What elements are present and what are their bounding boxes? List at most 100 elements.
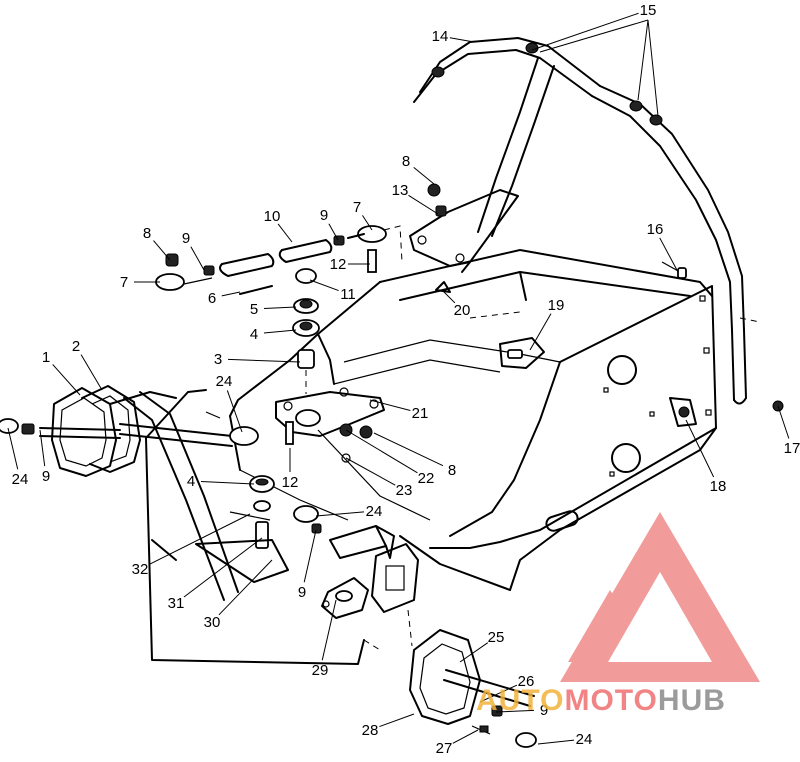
- callout-label: 14: [432, 28, 449, 45]
- leader-line: [373, 432, 444, 467]
- callout-label: 28: [362, 722, 379, 739]
- upper-tie-rod: [155, 225, 403, 295]
- leader-line: [369, 399, 411, 411]
- leader-line: [413, 166, 435, 185]
- leader-line: [362, 215, 373, 231]
- callout-label: 18: [710, 478, 727, 495]
- callout-label: 21: [412, 405, 429, 422]
- pivot-stack: [292, 268, 320, 394]
- callout-label: 1: [42, 349, 50, 366]
- leader-line: [441, 289, 456, 304]
- callout-label: 24: [216, 373, 233, 390]
- callout-label: 3: [214, 351, 222, 368]
- callout-label: 9: [42, 468, 50, 485]
- left-spindle-brackets: [51, 385, 239, 601]
- callout-label: 23: [396, 482, 413, 499]
- callout-label: 15: [640, 2, 657, 19]
- leader-lines: [7, 12, 790, 745]
- steering-post-bracket: [409, 183, 519, 293]
- callout-label: 7: [353, 199, 361, 216]
- callout-label: 20: [454, 302, 471, 319]
- leader-line: [647, 19, 659, 117]
- callout-label: 31: [168, 595, 185, 612]
- leader-line: [148, 513, 251, 565]
- leader-line: [153, 240, 171, 261]
- leader-line: [328, 223, 339, 241]
- leader-line: [345, 457, 396, 486]
- leader-line: [309, 279, 339, 292]
- leader-line: [777, 405, 790, 439]
- leader-line: [408, 194, 439, 215]
- leader-line: [637, 19, 649, 101]
- right-fasteners: [469, 261, 784, 427]
- callout-label: 8: [402, 153, 410, 170]
- callout-label: 13: [392, 182, 409, 199]
- leader-line: [452, 729, 479, 744]
- leader-line: [277, 223, 293, 243]
- leader-line: [345, 429, 418, 474]
- callout-label: 19: [548, 297, 565, 314]
- leader-line: [449, 37, 475, 43]
- callout-label: 4: [250, 326, 258, 343]
- callout-label: 29: [312, 662, 329, 679]
- leader-line: [183, 537, 263, 598]
- leader-line: [685, 419, 715, 478]
- callout-labels: 1234456778889999910111212131415161718192…: [12, 2, 800, 757]
- callout-label: 2: [72, 338, 80, 355]
- leader-line: [379, 713, 415, 728]
- leader-line: [190, 246, 205, 271]
- mount-bracket: [321, 543, 419, 651]
- leader-line: [80, 354, 103, 391]
- leader-line: [200, 480, 255, 485]
- callout-label: 27: [436, 740, 453, 757]
- callout-label: 32: [132, 561, 149, 578]
- callout-label: 11: [340, 286, 356, 303]
- callout-label: 24: [12, 471, 29, 488]
- leader-line: [539, 19, 649, 53]
- leader-line: [39, 429, 46, 467]
- leader-line: [315, 511, 365, 517]
- callout-label: 5: [250, 301, 258, 318]
- lower-pivot: [195, 475, 289, 583]
- leader-line: [7, 427, 19, 470]
- watermark: AUTOMOTOHUB: [476, 512, 760, 717]
- automotohub-logo-icon: [560, 512, 760, 682]
- leader-line: [263, 329, 297, 334]
- leader-line: [303, 529, 317, 583]
- callout-label: 30: [204, 614, 221, 631]
- leader-line: [495, 709, 535, 713]
- leader-line: [531, 12, 639, 51]
- callout-label: 10: [264, 208, 281, 225]
- leader-line: [218, 559, 273, 616]
- callout-label: 12: [282, 474, 299, 491]
- leader-line: [221, 291, 241, 297]
- callout-label: 8: [143, 225, 151, 242]
- watermark-text: AUTOMOTOHUB: [476, 684, 726, 717]
- callout-label: 9: [540, 702, 548, 719]
- leader-line: [227, 358, 301, 363]
- callout-label: 12: [330, 256, 347, 273]
- leader-line: [321, 599, 337, 661]
- callout-label: 22: [418, 470, 435, 487]
- leader-line: [537, 739, 575, 745]
- leader-line: [479, 684, 518, 703]
- leader-line: [226, 390, 243, 433]
- steering-arm: [275, 387, 385, 463]
- side-panel: [399, 285, 717, 591]
- callout-label: 7: [120, 274, 128, 291]
- callout-label: 16: [647, 221, 664, 238]
- callout-label: 6: [208, 290, 216, 307]
- callout-label: 17: [784, 440, 800, 457]
- callout-label: 24: [366, 503, 383, 520]
- callout-label: 8: [448, 462, 456, 479]
- callout-label: 9: [298, 584, 306, 601]
- leader-line: [52, 364, 81, 396]
- leader-line: [263, 306, 297, 310]
- callout-label: 9: [182, 230, 190, 247]
- callout-label: 9: [320, 207, 328, 224]
- leader-line: [659, 237, 679, 273]
- leader-line: [459, 642, 489, 663]
- leader-line: [529, 313, 552, 351]
